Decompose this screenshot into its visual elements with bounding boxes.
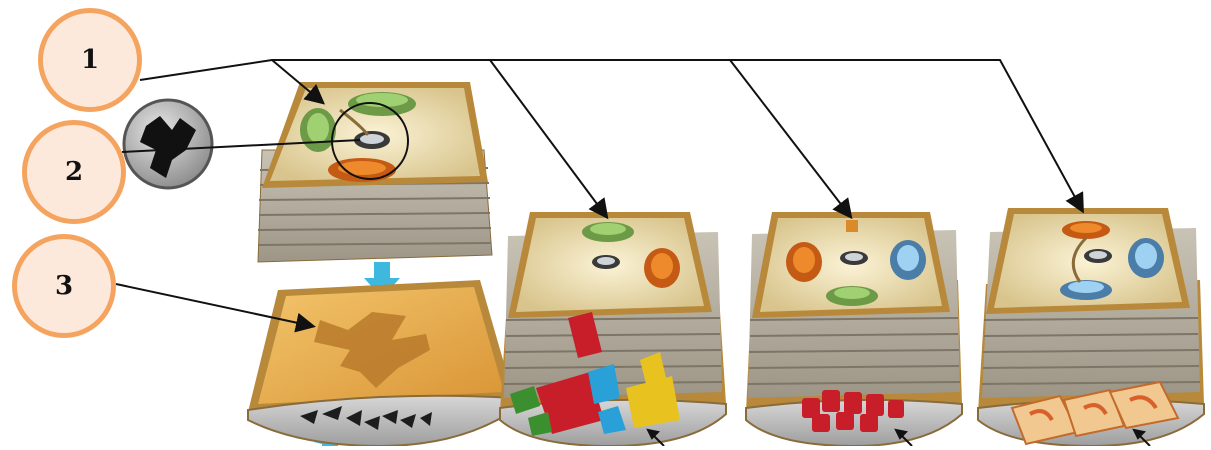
callout-3: 3 <box>12 234 116 338</box>
bird-silhouette-token <box>124 100 212 188</box>
callout-2-label: 2 <box>65 157 83 187</box>
callout-2: 2 <box>22 120 126 224</box>
puzzle-card-stack[interactable] <box>258 82 492 262</box>
solution-card <box>248 280 514 446</box>
orange-piece-stack[interactable] <box>746 212 962 446</box>
callout-3-label: 3 <box>55 271 73 301</box>
callout-1: 1 <box>38 8 142 112</box>
callout-1-label: 1 <box>81 45 99 75</box>
green-piece-stack[interactable] <box>500 212 726 446</box>
blue-piece-stack[interactable] <box>978 208 1204 446</box>
